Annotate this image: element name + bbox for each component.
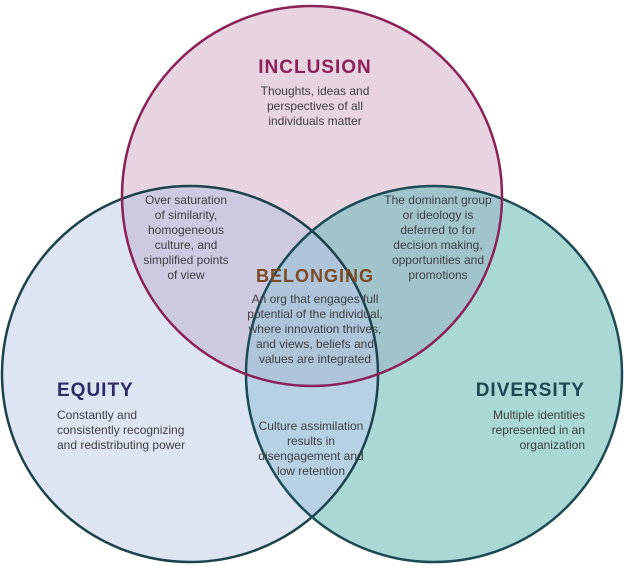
belonging-description: An org that engages full potential of th… (247, 292, 383, 366)
equity-diversity-overlap-text: Culture assimilation results in disengag… (258, 419, 364, 478)
inclusion-label: INCLUSION Thoughts, ideas and perspectiv… (258, 57, 372, 129)
inclusion-description: Thoughts, ideas and perspectives of all … (260, 84, 370, 128)
belonging-label: BELONGING An org that engages full poten… (220, 265, 410, 367)
inclusion-diversity-overlap-text: The dominant group or ideology is deferr… (384, 193, 492, 282)
inclusion-circle-outline (120, 4, 504, 388)
inclusion-equity-overlap-text: Over saturation of similarity, homogeneo… (143, 193, 229, 282)
belonging-title: BELONGING (255, 266, 374, 286)
equity-diversity-overlap-label: Culture assimilation results in disengag… (226, 419, 396, 479)
diversity-title: DIVERSITY (475, 380, 585, 401)
inclusion-title: INCLUSION (258, 57, 372, 78)
diversity-label: DIVERSITY Multiple identities represente… (476, 380, 585, 453)
equity-description: Constantly and consistently recognizing … (57, 408, 186, 452)
diversity-description: Multiple identities represented in an or… (491, 408, 585, 452)
inclusion-diversity-overlap-label: The dominant group or ideology is deferr… (353, 193, 523, 283)
equity-label: EQUITY Constantly and consistently recog… (57, 380, 185, 453)
equity-title: EQUITY (57, 380, 134, 401)
center-belonging-region (246, 186, 378, 386)
inclusion-equity-overlap-label: Over saturation of similarity, homogeneo… (106, 193, 266, 283)
